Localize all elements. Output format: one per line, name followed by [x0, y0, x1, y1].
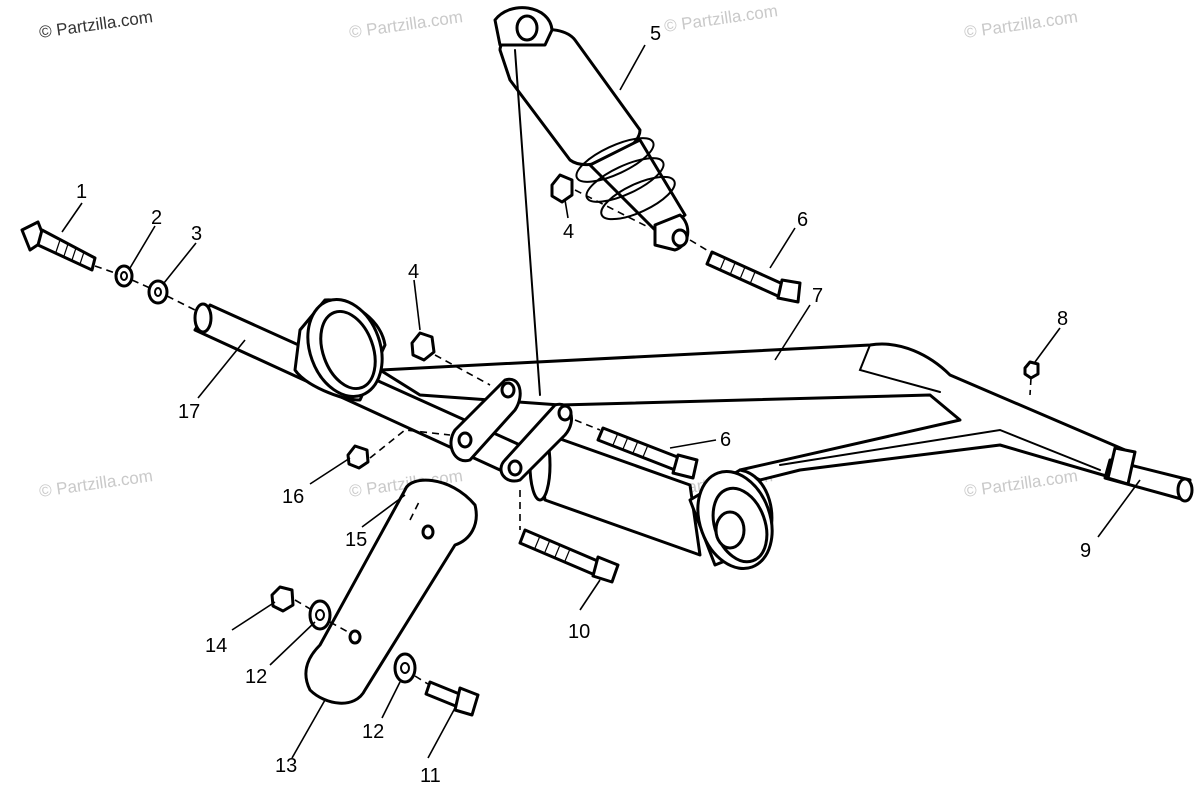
- watermark-top-left: © Partzilla.com: [38, 7, 154, 42]
- callout-4-shock: 4: [563, 221, 574, 243]
- rear-axle-tube: [1103, 446, 1194, 503]
- nut-4-shock: [550, 173, 574, 204]
- assembly-lines: [94, 49, 1032, 685]
- washer-2: [114, 264, 134, 288]
- nut-4-frame: [410, 331, 436, 362]
- callout-9: 9: [1080, 540, 1091, 562]
- callout-4-frame: 4: [408, 261, 419, 283]
- callout-17: 17: [178, 401, 200, 423]
- bolt-1: [20, 220, 97, 272]
- watermark-top-right: © Partzilla.com: [963, 7, 1079, 42]
- leader-lines: [61, 44, 1141, 759]
- callout-10: 10: [568, 621, 590, 643]
- callout-5: 5: [650, 23, 661, 45]
- nut-16: [346, 444, 370, 470]
- callout-15: 15: [345, 529, 367, 551]
- callout-13: 13: [275, 755, 297, 777]
- watermark-mid-left: © Partzilla.com: [38, 466, 154, 501]
- nut-14: [270, 585, 295, 613]
- callout-11: 11: [420, 765, 441, 787]
- callout-12-lower: 12: [362, 721, 384, 743]
- callout-6-lower: 6: [720, 429, 731, 451]
- callout-7: 7: [812, 285, 823, 307]
- roller-wheel-left: [293, 298, 387, 402]
- washer-12-lower: [393, 652, 417, 684]
- callout-16: 16: [282, 486, 304, 508]
- bolt-6-lower: [596, 426, 699, 480]
- link-arm: [304, 478, 478, 705]
- bolt-10: [518, 528, 620, 584]
- nut-8: [1023, 360, 1040, 380]
- shock-bracket: [449, 377, 573, 483]
- callout-8: 8: [1057, 308, 1068, 330]
- callout-6-upper: 6: [797, 209, 808, 231]
- callout-3: 3: [191, 223, 202, 245]
- watermark-top-mid: © Partzilla.com: [663, 1, 779, 36]
- a-arm-frame: [378, 342, 1127, 482]
- callout-1: 1: [76, 181, 87, 203]
- watermark-far-right: © Partzilla.com: [963, 466, 1079, 501]
- roller-wheel-right: [528, 428, 774, 570]
- callout-14: 14: [205, 635, 227, 657]
- washer-3: [147, 279, 169, 305]
- shock-absorber: [493, 6, 690, 252]
- bolt-6-upper: [705, 250, 802, 304]
- callout-2: 2: [151, 207, 162, 229]
- watermark-top-center: © Partzilla.com: [348, 7, 464, 42]
- callout-12-upper: 12: [245, 666, 267, 688]
- bolt-11: [424, 680, 480, 717]
